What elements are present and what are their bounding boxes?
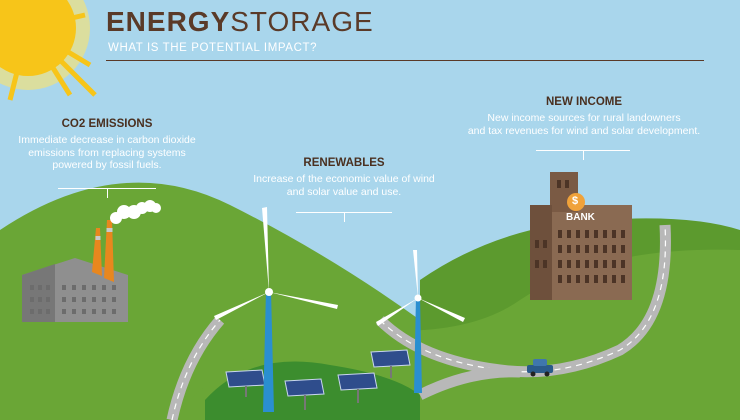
- road-left-line: [171, 319, 221, 420]
- page-title: ENERGYSTORAGE: [106, 6, 374, 37]
- solar-panel-icon: [337, 372, 378, 403]
- renewables-pointer: [296, 212, 392, 222]
- income-line: New income sources for rural landowners: [487, 112, 681, 124]
- smoke-icon: [110, 200, 161, 224]
- co2-line: Immediate decrease in carbon dioxide: [18, 134, 196, 146]
- new-income-block: NEW INCOME New income sources for rural …: [432, 96, 736, 137]
- renewables-block: RENEWABLES Increase of the economic valu…: [224, 157, 464, 198]
- co2-emissions-block: CO2 EMISSIONS Immediate decrease in carb…: [0, 118, 214, 172]
- income-pointer: [536, 150, 630, 160]
- page-subtitle: WHAT IS THE POTENTIAL IMPACT?: [108, 42, 318, 54]
- co2-line: powered by fossil fuels.: [52, 159, 162, 171]
- wind-turbine-icon: [214, 207, 338, 412]
- renewables-title: RENEWABLES: [303, 157, 385, 169]
- renewables-line: Increase of the economic value of wind: [253, 173, 435, 185]
- road-right-line: [379, 224, 667, 373]
- solar-panel-icon: [370, 349, 411, 378]
- bank-building-icon: [530, 172, 632, 300]
- dollar-coin-label: $: [572, 195, 579, 207]
- wind-turbine-icon: [376, 250, 465, 393]
- road-bottom: [417, 366, 521, 400]
- solar-panel-icon: [284, 378, 325, 410]
- co2-title: CO2 EMISSIONS: [61, 118, 153, 130]
- income-title: NEW INCOME: [545, 96, 623, 108]
- bank-label: BANK: [566, 212, 595, 223]
- income-line: and tax revenues for wind and solar deve…: [467, 124, 701, 137]
- car-icon: [527, 359, 553, 377]
- co2-line: emissions from replacing systems: [28, 146, 186, 159]
- title-divider: [106, 60, 704, 61]
- renewables-line: and solar value and use.: [286, 185, 402, 198]
- co2-pointer: [58, 188, 156, 198]
- factory-icon: [22, 220, 128, 322]
- solar-panels: [225, 349, 411, 410]
- sun-icon: [0, 0, 97, 101]
